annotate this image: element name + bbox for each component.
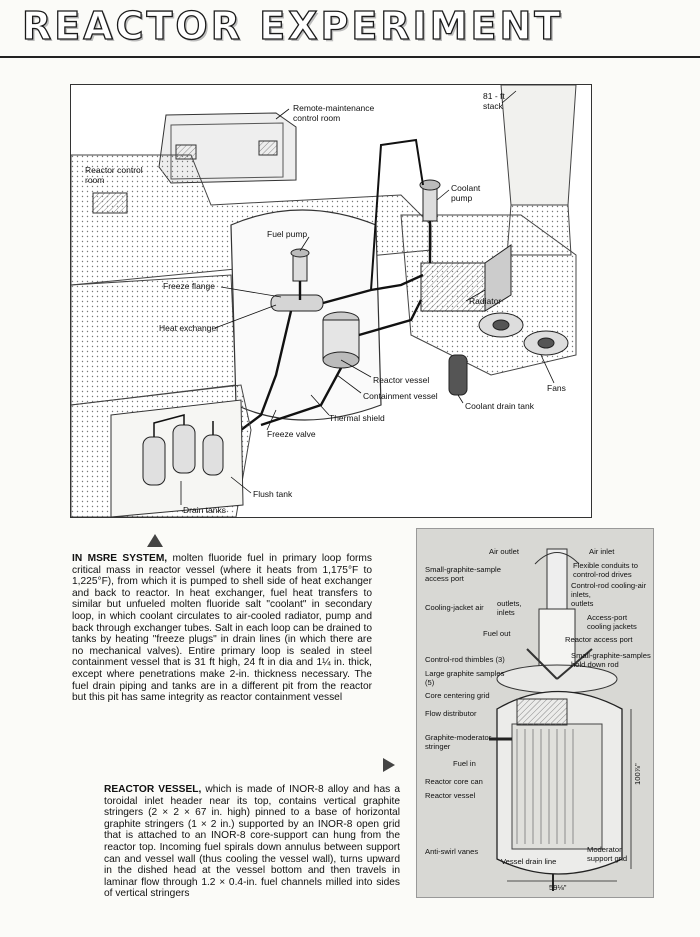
label-containment-vessel: Containment vessel [363,391,438,401]
vessel-caption-body: which is made of INOR-8 alloy and has a … [104,784,400,900]
label-thermal-shield: Thermal shield [329,413,385,423]
plabel-control-rod-cooling: Control-rod cooling-air inlets, outlets [571,581,647,608]
label-coolant-pump: Coolant pump [451,183,481,203]
plabel-dim-width: 59⅛" [549,883,567,892]
label-fuel-pump: Fuel pump [267,229,308,239]
label-fans: Fans [547,383,566,393]
vessel-caption-lead: REACTOR VESSEL, [104,784,202,795]
label-stack: 81 - ft stack [483,91,505,111]
plabel-fuel-in: Fuel in [453,759,476,768]
label-radiator: Radiator [469,296,502,306]
plabel-anti-swirl-vanes: Anti-swirl vanes [425,847,479,856]
plabel-reactor-core-can: Reactor core can [425,777,483,786]
label-flush-tank: Flush tank [253,489,293,499]
label-reactor-vessel: Reactor vessel [373,375,430,385]
plabel-large-graphite-samples: Large graphite samples (5) [425,669,505,687]
plabel-flexible-conduits: Flexible conduits to control-rod drives [573,561,639,579]
plabel-fuel-out: Fuel out [483,629,511,638]
msre-caption-body: molten fluoride fuel in primary loop for… [72,553,372,704]
plabel-core-centering-grid: Core centering grid [425,691,490,700]
plabel-reactor-access-port: Reactor access port [565,635,633,644]
plabel-graphite-moderator: Graphite-moderator stringer [425,733,492,751]
plabel-air-outlet: Air outlet [489,547,519,556]
label-remote-maintenance-room: Remote-maintenance control room [293,103,375,123]
plabel-samples-hold-down: Small-graphite-samples hold down rod [571,651,651,669]
label-freeze-valve: Freeze valve [267,429,316,439]
plabel-small-graphite-access: Small-graphite-sample access port [425,565,501,583]
label-freeze-flange: Freeze flange [163,281,215,291]
plabel-outlets-inlets: outlets, inlets [497,599,522,617]
page-title: REACTOR EXPERIMENT [21,3,564,48]
reactor-vessel-cutaway: Air outlet Air inlet Small-graphite-samp… [416,528,654,898]
plabel-reactor-vessel: Reactor vessel [425,791,476,800]
msre-system-caption: IN MSRE SYSTEM, molten fluoride fuel in … [72,553,372,704]
label-drain-tanks: Drain tanks [183,505,226,515]
label-heat-exchanger: Heat exchanger [159,323,220,333]
reactor-vessel-illustration [489,548,632,891]
label-reactor-control-room: Reactor control room [85,165,143,185]
msre-system-diagram: Remote-maintenance control room 81 - ft … [70,84,592,518]
plabel-dim-height: 100⅞" [633,763,642,785]
reactor-vessel-caption: REACTOR VESSEL, which is made of INOR-8 … [104,784,400,900]
plabel-cooling-jacket-air: Cooling-jacket air [425,603,484,612]
plabel-vessel-drain-line: Vessel drain line [501,857,557,866]
plabel-moderator-support-grid: Moderator support grid [587,845,628,863]
right-triangle-marker [383,758,395,772]
msre-system-illustration [71,85,577,517]
plabel-air-inlet: Air inlet [589,547,615,556]
header-rule [0,56,700,58]
msre-caption-lead: IN MSRE SYSTEM, [72,553,168,564]
plabel-control-rod-thimbles: Control-rod thimbles (3) [425,655,505,664]
up-triangle-marker [147,534,163,547]
plabel-flow-distributor: Flow distributor [425,709,477,718]
plabel-access-port-jackets: Access-port cooling jackets [587,613,637,631]
label-coolant-drain-tank: Coolant drain tank [465,401,534,411]
